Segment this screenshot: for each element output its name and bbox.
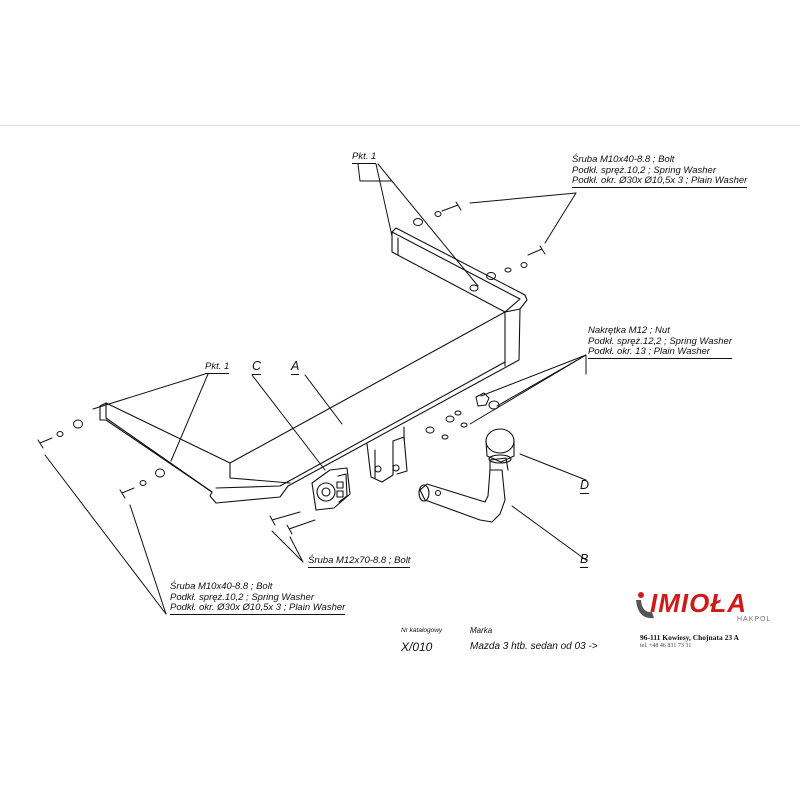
part-a-label: A: [291, 359, 300, 375]
nut-line2: Podkł. spręż.12,2 ; Spring Washer: [588, 335, 732, 347]
top-bolt-line3: Podkł. okr. Ø30x Ø10,5x 3 ; Plain Washer: [572, 175, 748, 188]
top-bolt-callout: Śruba M10x40-8.8 ; Bolt Podkł. spręż.10,…: [572, 154, 748, 188]
top-divider: [0, 125, 800, 126]
fasteners-top: [413, 201, 546, 292]
part-b-label: B: [580, 552, 589, 568]
pkt-left-label: Pkt. 1: [205, 361, 230, 374]
ball-neck-b: [418, 457, 509, 523]
part-c-label: C: [252, 359, 262, 375]
mounting-bracket: [366, 426, 408, 483]
m12-bolt-label: Śruba M12x70-8.8 ; Bolt: [308, 555, 411, 568]
fasteners-left: [37, 419, 316, 535]
brand-swoosh-icon: [636, 592, 654, 619]
tow-ball-d: [485, 428, 515, 464]
brand-name: IMIOŁA: [650, 588, 747, 618]
brand-phone: tel. +48 46 831 73 31: [640, 643, 692, 649]
catalog-number: X/010: [401, 640, 433, 654]
top-bolt-line2: Podkł. spręż.10,2 ; Spring Washer: [572, 164, 716, 176]
brand-address: 96-111 Kowiesy, Chojnata 23 A: [640, 633, 739, 642]
catalog-number-label: Nr katalogowy: [401, 627, 443, 634]
part-d-label: D: [580, 478, 590, 494]
pkt-top-label: Pkt. 1: [352, 151, 377, 164]
bottom-bolt-callout: Śruba M10x40-8.8 ; Bolt Podkł. spręż.10,…: [170, 581, 346, 615]
brand-subtitle: HAKPOL: [737, 616, 772, 623]
nut-line1: Nakrętka M12 ; Nut: [588, 325, 670, 336]
bottom-bolt-line1: Śruba M10x40-8.8 ; Bolt: [170, 581, 273, 592]
socket-plate-c: [311, 467, 351, 511]
make-label: Marka: [470, 626, 493, 635]
nut-callout: Nakrętka M12 ; Nut Podkł. spręż.12,2 ; S…: [588, 326, 732, 359]
leader-lines: [44, 163, 587, 615]
brand-logo: IMIOŁA HAKPOL: [632, 586, 782, 626]
bottom-bolt-line3: Podkł. okr. Ø30x Ø10,5x 3 ; Plain Washer: [170, 602, 346, 615]
crossbar-beam: [99, 227, 528, 504]
top-bolt-line1: Śruba M10x40-8.8 ; Bolt: [572, 154, 675, 165]
vehicle-model: Mazda 3 htb. sedan od 03 ->: [470, 641, 598, 652]
nut-line3: Podkł. okr. 13 ; Plain Washer: [588, 347, 732, 359]
bottom-bolt-line2: Podkł. spręż.10,2 ; Spring Washer: [170, 591, 314, 603]
